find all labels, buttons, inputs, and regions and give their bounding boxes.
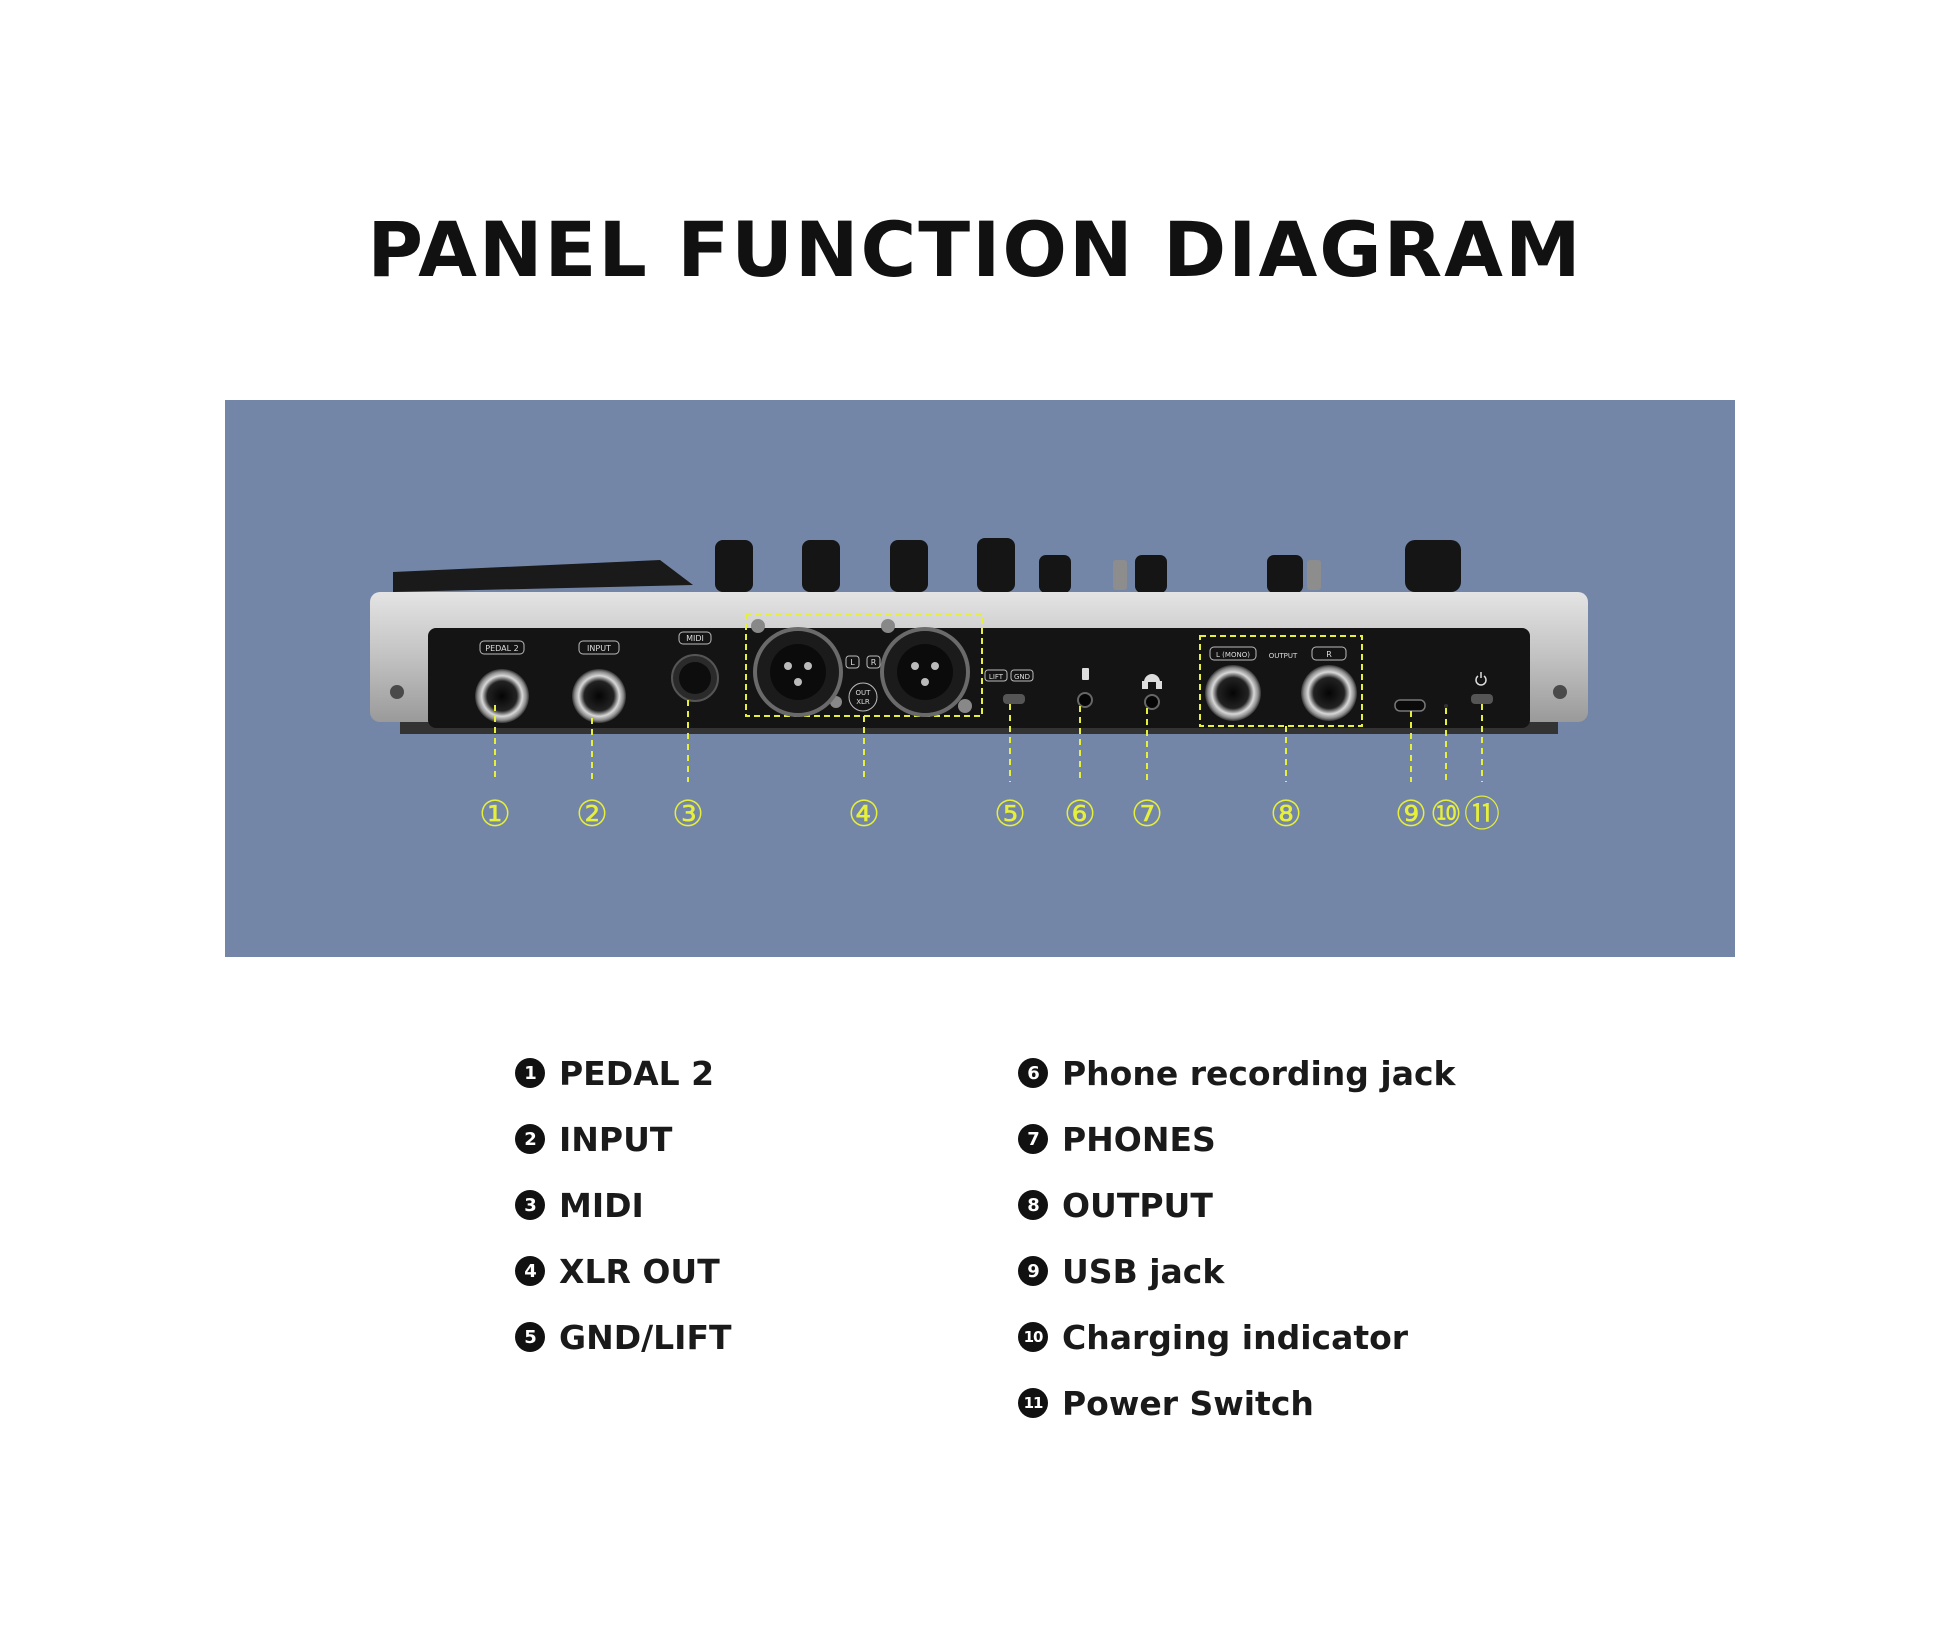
- output-r-jack[interactable]: [1301, 665, 1357, 721]
- top-controls: [393, 538, 1461, 593]
- headphone-icon: [1142, 674, 1162, 689]
- xlr-out-label: OUT: [856, 689, 872, 697]
- legend-label: OUTPUT: [1062, 1185, 1213, 1225]
- input-panel-label: INPUT: [587, 644, 611, 653]
- legend-number: 9: [1018, 1256, 1048, 1286]
- legend-item: 4 XLR OUT: [515, 1238, 732, 1304]
- output-r-label: R: [1326, 650, 1332, 659]
- legend-label: GND/LIFT: [559, 1317, 732, 1357]
- legend-item: 5 GND/LIFT: [515, 1304, 732, 1370]
- legend-item: 6 Phone recording jack: [1018, 1040, 1456, 1106]
- legend-label: PEDAL 2: [559, 1053, 715, 1093]
- gnd-label: GND: [1014, 673, 1030, 681]
- legend-label: Charging indicator: [1062, 1317, 1409, 1357]
- legend-number: 7: [1018, 1124, 1048, 1154]
- callout-7: ⑦: [1131, 794, 1163, 835]
- callout-leader-lines: [494, 700, 1483, 782]
- legend-number: 8: [1018, 1190, 1048, 1220]
- xlr-l-label: L: [850, 658, 855, 667]
- output-l-label: L (MONO): [1216, 651, 1250, 659]
- legend-item: 7 PHONES: [1018, 1106, 1456, 1172]
- callout-8: ⑧: [1270, 794, 1302, 835]
- output-l-jack[interactable]: [1205, 665, 1261, 721]
- phones-jack[interactable]: [1144, 694, 1160, 710]
- midi-panel-label: MIDI: [686, 634, 704, 643]
- output-panel-label: OUTPUT: [1269, 652, 1298, 660]
- legend-number: 1: [515, 1058, 545, 1088]
- legend-item: 9 USB jack: [1018, 1238, 1456, 1304]
- legend-label: INPUT: [559, 1119, 673, 1159]
- phone-recording-icon: [1082, 668, 1089, 680]
- device-rear-panel-photo: PEDAL 2 INPUT MIDI L R OUT XLR LIFT GND …: [225, 400, 1735, 957]
- legend-label: Phone recording jack: [1062, 1053, 1456, 1093]
- pedal2-panel-label: PEDAL 2: [485, 644, 518, 653]
- legend-item: 1 PEDAL 2: [515, 1040, 732, 1106]
- legend-number: 3: [515, 1190, 545, 1220]
- usb-jack[interactable]: [1394, 699, 1426, 712]
- charging-indicator: [1444, 704, 1448, 708]
- legend-label: Power Switch: [1062, 1383, 1314, 1423]
- callout-4: ④: [848, 794, 880, 835]
- callout-9: ⑨: [1395, 794, 1427, 835]
- callout-3: ③: [672, 794, 704, 835]
- legend-number: 10: [1018, 1322, 1048, 1352]
- legend-label: PHONES: [1062, 1119, 1216, 1159]
- callout-1: ①: [479, 794, 511, 835]
- phone-recording-jack[interactable]: [1077, 692, 1093, 708]
- xlr-xlr-label: XLR: [856, 698, 870, 706]
- legend-item: 2 INPUT: [515, 1106, 732, 1172]
- output-callout-box: [1199, 635, 1363, 727]
- legend-item: 3 MIDI: [515, 1172, 732, 1238]
- power-icon: [1475, 672, 1487, 686]
- legend-label: MIDI: [559, 1185, 644, 1225]
- callout-10: ⑩: [1430, 794, 1462, 835]
- power-switch[interactable]: [1471, 694, 1493, 704]
- pedal2-jack[interactable]: [475, 669, 529, 723]
- legend-label: XLR OUT: [559, 1251, 720, 1291]
- legend-label: USB jack: [1062, 1251, 1225, 1291]
- legend-item: 10 Charging indicator: [1018, 1304, 1456, 1370]
- legend-number: 2: [515, 1124, 545, 1154]
- callout-2: ②: [576, 794, 608, 835]
- legend-number: 4: [515, 1256, 545, 1286]
- legend-left-column: 1 PEDAL 2 2 INPUT 3 MIDI 4 XLR OUT 5 GND/LIFT: [515, 1040, 732, 1370]
- legend-number: 11: [1018, 1388, 1048, 1418]
- gnd-lift-switch[interactable]: [1003, 694, 1025, 704]
- legend-item: 8 OUTPUT: [1018, 1172, 1456, 1238]
- callout-6: ⑥: [1064, 794, 1096, 835]
- callout-11: ⑪: [1464, 794, 1500, 835]
- xlr-r-label: R: [871, 658, 877, 667]
- callout-5: ⑤: [994, 794, 1026, 835]
- legend-item: 11 Power Switch: [1018, 1370, 1456, 1436]
- page-title: PANEL FUNCTION DIAGRAM: [367, 205, 1583, 294]
- legend-number: 6: [1018, 1058, 1048, 1088]
- legend-number: 5: [515, 1322, 545, 1352]
- input-jack[interactable]: [572, 669, 626, 723]
- lift-label: LIFT: [989, 673, 1004, 681]
